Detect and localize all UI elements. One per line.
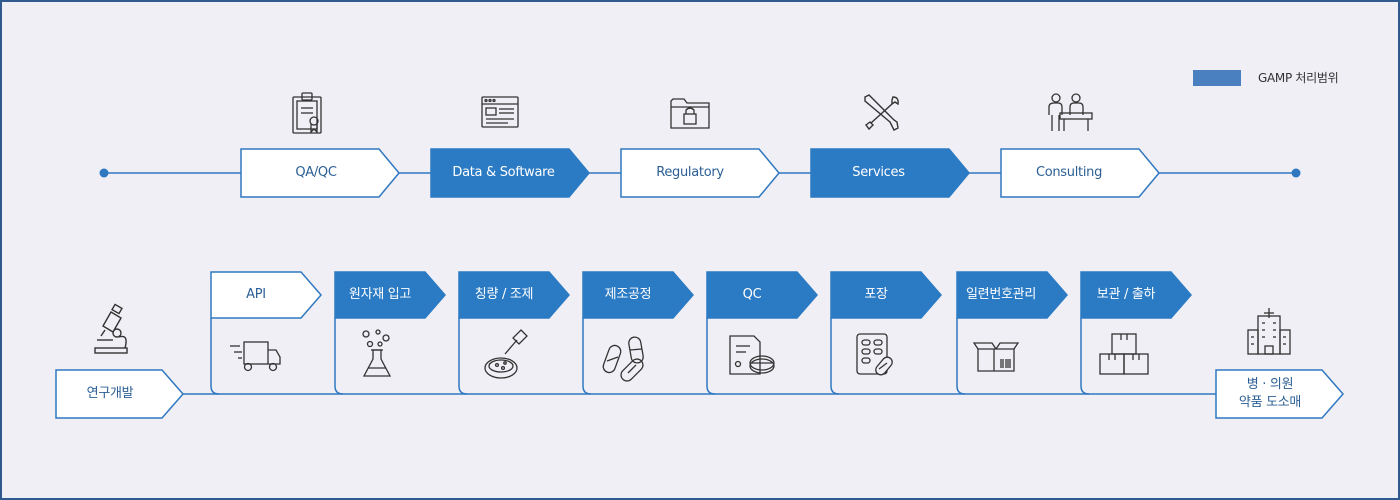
top-step-shape (620, 148, 780, 198)
delivery-truck-icon (230, 341, 281, 372)
top-step-label-qaqc: QA/QC (295, 165, 337, 181)
browser-window-icon (481, 96, 519, 128)
bottom-step-label-serialization: 일련번호관리 (966, 287, 1036, 303)
capsules-icon (602, 336, 644, 382)
timeline-end-dot (1291, 168, 1301, 178)
bottom-step-label-storage-shipping: 보관 / 출하 (1096, 287, 1156, 303)
bottom-step-shape (582, 271, 694, 319)
bottom-step-box (582, 318, 592, 395)
end-node-label: 병 · 의원 약품 도소매 (1216, 370, 1324, 418)
bottom-step-box (458, 318, 468, 395)
start-node-label: 연구개발 (86, 386, 134, 402)
bottom-step-shape (210, 271, 322, 319)
bottom-step-box (956, 318, 966, 395)
timeline-start-dot (99, 168, 109, 178)
bottom-step-label-qc: QC (742, 287, 762, 303)
bottom-step-label-weighing: 칭량 / 조제 (474, 287, 534, 303)
top-step-shape (1000, 148, 1160, 198)
legend-swatch (1193, 70, 1241, 86)
bottom-step-shape (1080, 271, 1192, 319)
bottom-step-label-packaging: 포장 (864, 287, 888, 303)
bottom-step-shape (956, 271, 1068, 319)
top-step-label-regulatory: Regulatory (656, 165, 724, 181)
locked-folder-icon (670, 98, 710, 129)
stacked-boxes-icon (1099, 333, 1149, 375)
bottom-step-box (706, 318, 716, 395)
bottom-step-shape (830, 271, 942, 319)
bottom-step-label-api: API (246, 287, 266, 303)
top-step-shape (240, 148, 400, 198)
top-step-label-services: Services (852, 165, 905, 181)
legend-label: GAMP 처리범위 (1258, 71, 1339, 85)
bottom-step-box (830, 318, 840, 395)
wrench-screwdriver-icon (864, 94, 899, 131)
bottom-step-label-raw-material: 원자재 입고 (348, 287, 412, 303)
bottom-step-label-manufacturing: 제조공정 (604, 287, 652, 303)
hospital-building-icon (1247, 308, 1291, 355)
top-step-shape (810, 148, 970, 198)
end-node-label-line1: 병 · 의원 (1246, 377, 1294, 393)
certificate-clipboard-icon (292, 92, 322, 134)
open-box-barcode-icon (972, 342, 1020, 372)
document-pill-icon (729, 335, 775, 375)
petri-dish-dropper-icon (484, 329, 528, 379)
microscope-icon (94, 303, 128, 354)
start-node-shape (55, 369, 184, 419)
end-node-shape (1215, 369, 1344, 419)
top-step-label-consulting: Consulting (1035, 165, 1103, 181)
bottom-step-shape (334, 271, 446, 319)
bottom-step-shape (458, 271, 570, 319)
bottom-step-box (1080, 318, 1090, 395)
bottom-step-shape (706, 271, 818, 319)
people-meeting-icon (1048, 93, 1093, 131)
blister-pack-icon (856, 333, 893, 376)
bottom-step-box (334, 318, 344, 395)
top-step-shape (430, 148, 590, 198)
end-node-label-line2: 약품 도소매 (1238, 395, 1302, 410)
bottom-step-box (210, 318, 220, 395)
chemistry-flask-icon (362, 329, 392, 377)
top-step-label-data-software: Data & Software (452, 165, 555, 181)
